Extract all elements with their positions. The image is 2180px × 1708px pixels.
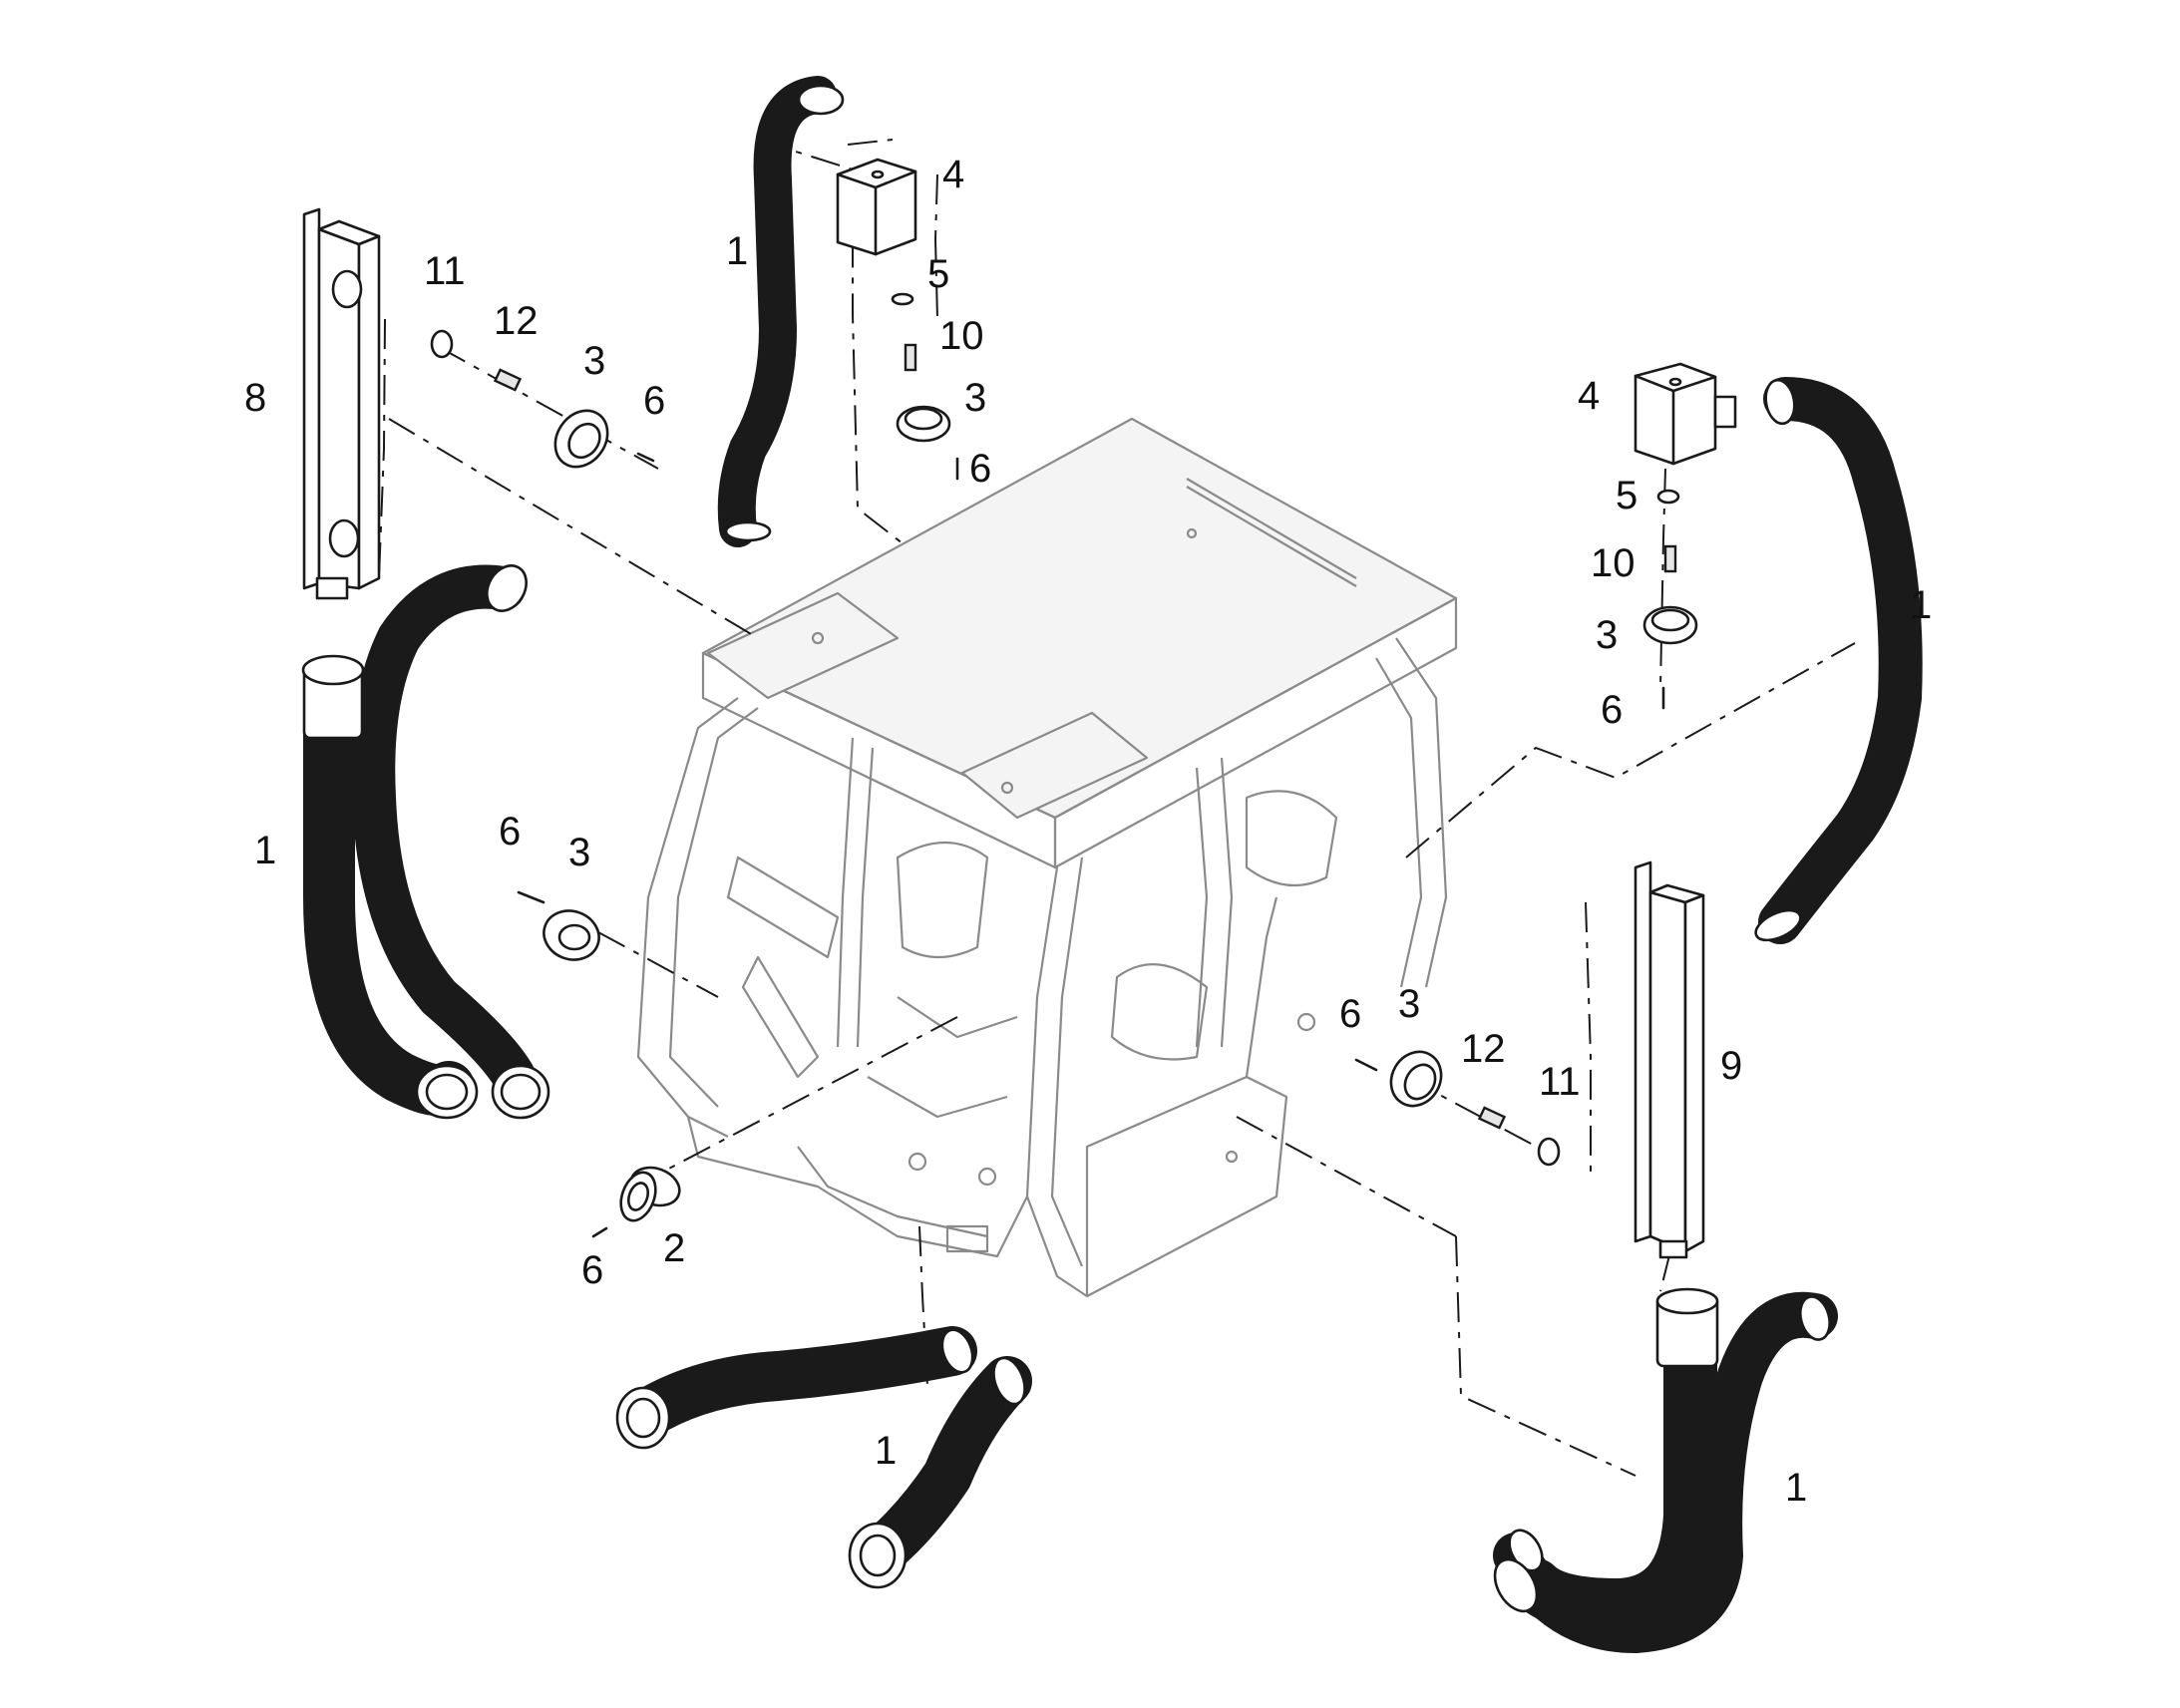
callout-right-side-washer-11: 11 [1539, 1060, 1581, 1104]
right-side-screw-6 [1354, 1058, 1378, 1072]
callout-right-lower-hose-1: 1 [1785, 1466, 1807, 1510]
left-screw-6 [636, 452, 655, 463]
mid-cap-3 [543, 909, 600, 961]
cab-frame [636, 417, 1458, 1298]
callout-left-washer-11: 11 [424, 249, 466, 293]
leader-lines [378, 139, 1856, 1477]
callout-left-tube-8: 8 [244, 376, 266, 420]
right-cap-3 [1642, 605, 1698, 645]
callout-top-filter-4: 4 [942, 153, 964, 196]
right-hose-1 [1754, 377, 1923, 944]
left-tube-8 [302, 207, 381, 600]
callout-front-nozzle-2: 2 [663, 1226, 685, 1270]
callout-bottom-hose-1: 1 [875, 1429, 897, 1473]
callout-right-washer-5: 5 [1616, 474, 1637, 517]
right-washer-5 [1656, 489, 1680, 505]
top-hose-1 [717, 76, 845, 547]
top-filter-4 [836, 158, 917, 256]
callout-left-screw-6: 6 [643, 379, 665, 423]
right-side-washer-11 [1537, 1137, 1561, 1167]
callout-right-hose-1: 1 [1910, 583, 1932, 627]
callout-top-washer-5: 5 [927, 252, 949, 296]
left-cap-3 [553, 409, 609, 469]
callout-top-cap-3: 3 [964, 376, 986, 420]
right-side-cap-3 [1389, 1050, 1443, 1108]
callout-top-hose-1: 1 [726, 229, 748, 273]
right-lower-hose-1 [1493, 1287, 1838, 1653]
callout-mid-screw-6: 6 [499, 810, 521, 854]
top-cap-3 [896, 405, 951, 443]
top-screw-10 [904, 343, 917, 372]
callout-right-cap-3: 3 [1596, 613, 1618, 657]
callout-left-hose-1: 1 [254, 829, 276, 872]
callout-left-cap-3: 3 [583, 339, 605, 383]
callout-right-tube-9: 9 [1720, 1044, 1742, 1088]
right-side-screw-12 [1477, 1106, 1507, 1130]
callout-right-screw-10: 10 [1591, 541, 1635, 585]
callout-labels: 1 4 5 10 3 6 8 11 12 3 6 1 6 3 6 2 1 4 5… [244, 153, 1932, 1510]
bottom-hose-1 [615, 1326, 1032, 1589]
right-tube-9 [1634, 860, 1705, 1259]
top-washer-5 [891, 292, 914, 306]
callout-right-filter-4: 4 [1578, 374, 1600, 418]
callout-left-screw-12: 12 [494, 299, 539, 343]
right-filter-4 [1634, 362, 1737, 466]
callout-top-screw-10: 10 [939, 314, 984, 358]
front-nozzle-2 [619, 1166, 681, 1222]
front-screw-6 [591, 1226, 608, 1238]
callout-right-side-cap-3: 3 [1398, 982, 1420, 1026]
callout-front-screw-6: 6 [581, 1248, 603, 1292]
left-screw-12 [493, 368, 523, 392]
left-washer-11 [430, 329, 454, 359]
callout-top-screw-6: 6 [969, 447, 991, 491]
left-hose-1 [301, 564, 550, 1120]
right-screw-10 [1663, 544, 1677, 573]
mid-screw-6 [517, 890, 545, 904]
callout-right-side-screw-6: 6 [1339, 992, 1361, 1036]
callout-right-screw-6: 6 [1601, 688, 1623, 732]
callout-mid-cap-3: 3 [568, 831, 590, 874]
callout-right-side-screw-12: 12 [1461, 1027, 1506, 1071]
